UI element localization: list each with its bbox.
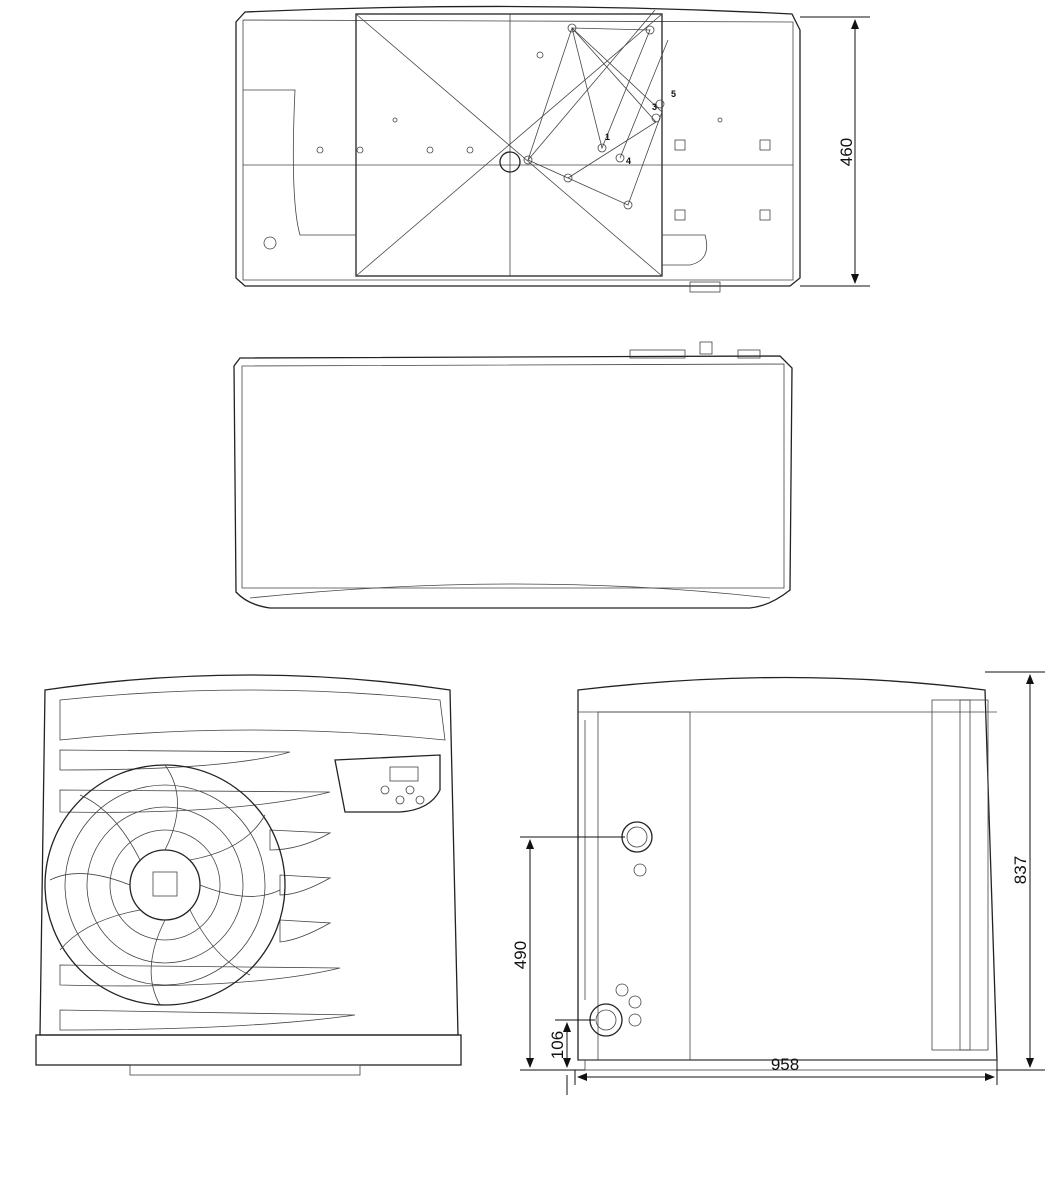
fan-icon (44, 764, 286, 1006)
depth-dimension: 460 (800, 16, 870, 287)
inlet-height-dimension: 490 (511, 836, 625, 1071)
length-dimension: 958 (574, 1055, 998, 1085)
outlet-height-value: 106 (548, 1031, 567, 1059)
outlet-height-dimension: 106 (548, 1019, 595, 1095)
height-value: 837 (1011, 856, 1030, 884)
fixing-point-label: 4 (626, 156, 631, 166)
side-view (577, 676, 998, 1071)
fixing-point-label: 1 (605, 132, 610, 142)
top-view (233, 341, 793, 609)
depth-value: 460 (837, 138, 856, 166)
bottom-view: 1 3 4 5 (235, 5, 801, 293)
fixing-point-label: 3 (652, 102, 657, 112)
fixing-point-label: 5 (671, 89, 676, 99)
height-dimension: 837 (985, 671, 1045, 1071)
inlet-height-value: 490 (511, 941, 530, 969)
front-view (35, 674, 462, 1076)
control-panel (334, 754, 441, 813)
length-value: 958 (771, 1055, 799, 1074)
